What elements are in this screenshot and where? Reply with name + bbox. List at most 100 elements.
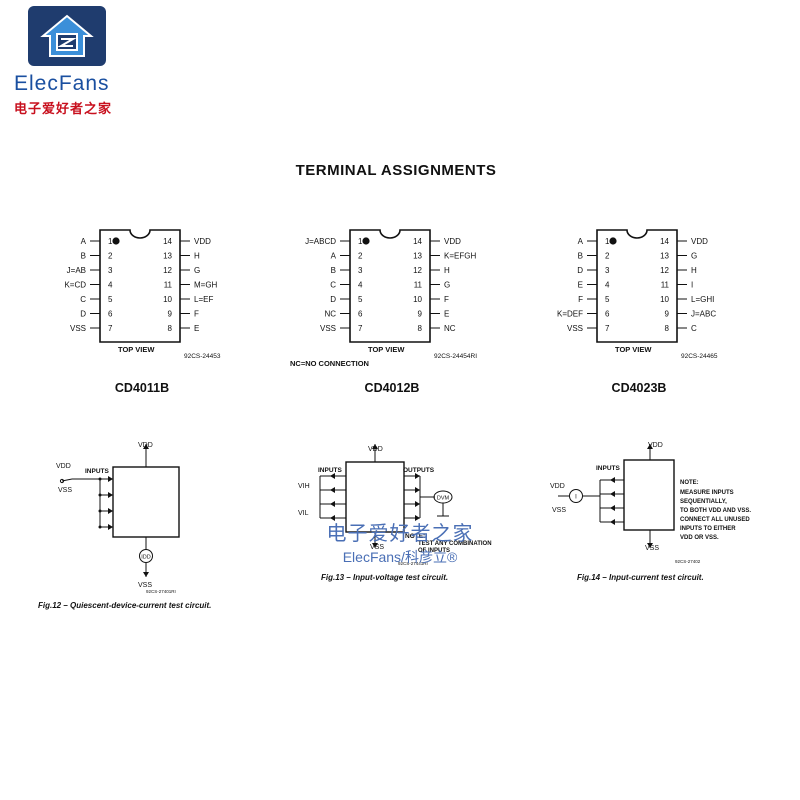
pin-number: 4 — [605, 281, 610, 290]
pin-number: 7 — [108, 324, 113, 333]
note-line: TO BOTH VDD AND VSS. — [680, 508, 751, 514]
pin-number: 12 — [163, 266, 172, 275]
drawing-code: 92CS-27401RI — [146, 589, 176, 594]
brand-logo: ElecFans 电子爱好者之家 — [8, 6, 128, 116]
pin-number: 13 — [413, 252, 422, 261]
vdd-label: VDD — [56, 463, 71, 470]
pin-label: G — [194, 266, 200, 275]
pin-label: VDD — [194, 237, 211, 246]
vdd-label: VDD — [648, 442, 663, 449]
pin-number: 12 — [660, 266, 669, 275]
arrow — [108, 492, 113, 498]
junction — [98, 493, 102, 497]
pin-label: NC — [444, 324, 456, 333]
watermark-cn: 电子爱好者之家 — [326, 523, 474, 545]
arrow — [330, 515, 335, 521]
pin-label: G — [691, 252, 697, 261]
vss-label: VSS — [138, 582, 152, 589]
pin-label: F — [194, 310, 199, 319]
drawing-code: 92CS-24465 — [681, 353, 718, 360]
figure-caption: Fig.13 – Input-voltage test circuit. — [321, 573, 448, 582]
watermark-en: ElecFans/科彦立® — [342, 549, 458, 565]
drawing-code: 92CS-27441RI — [398, 561, 428, 566]
pin-label: VSS — [70, 324, 86, 333]
pin-label: K=DEF — [557, 310, 583, 319]
pin-number: 11 — [661, 281, 670, 290]
pin-label: A — [331, 252, 337, 261]
pin-label: B — [331, 266, 336, 275]
pin-label: L=EF — [194, 295, 213, 304]
pin-number: 10 — [163, 295, 172, 304]
pin-label: B — [578, 252, 583, 261]
pin-number: 3 — [358, 266, 363, 275]
pin-label: A — [81, 237, 87, 246]
vih-label: VIH — [298, 483, 310, 490]
pin-label: E — [444, 310, 449, 319]
arrow — [108, 524, 113, 530]
pin-label: B — [81, 252, 86, 261]
pin-number: 3 — [108, 266, 113, 275]
note-line: INPUTS TO EITHER — [680, 526, 736, 532]
outputs-label: OUTPUTS — [403, 467, 435, 474]
arrow — [647, 444, 653, 449]
pin-number: 11 — [164, 281, 173, 290]
junction — [98, 525, 102, 529]
vss-label: VSS — [552, 507, 566, 514]
chip-name: CD4023B — [612, 381, 667, 395]
switch-arm — [61, 478, 73, 482]
vdd-label: VDD — [550, 483, 565, 490]
note-line: CONNECT ALL UNUSED — [680, 517, 750, 523]
note-line: VDD OR VSS. — [680, 535, 719, 541]
pin-number: 2 — [605, 252, 610, 261]
arrow — [415, 473, 420, 479]
pin-number: 7 — [605, 324, 610, 333]
arrow — [108, 476, 113, 482]
note-line: OF INPUTS — [418, 548, 450, 554]
pin-label: A — [578, 237, 584, 246]
house-logo-icon — [28, 6, 106, 66]
pin-label: VSS — [320, 324, 336, 333]
pin-label: H — [194, 252, 200, 261]
note-title: NOTE: — [405, 533, 425, 540]
pin-label: F — [444, 295, 449, 304]
inputs-label: INPUTS — [596, 465, 621, 472]
pin-number: 14 — [660, 237, 669, 246]
pin-number: 13 — [660, 252, 669, 261]
pin-label: J=AB — [67, 266, 86, 275]
pin-label: D — [577, 266, 583, 275]
vdd-label: VDD — [138, 442, 153, 449]
pin-label: F — [578, 295, 583, 304]
ammeter-label: I — [575, 495, 577, 501]
pin-label: J=ABCD — [305, 237, 336, 246]
section-title: TERMINAL ASSIGNMENTS — [295, 162, 497, 179]
arrow — [330, 487, 335, 493]
top-view-label: TOP VIEW — [615, 345, 652, 354]
arrow — [415, 501, 420, 507]
inputs-label: INPUTS — [318, 467, 343, 474]
pin-label: K=EFGH — [444, 252, 476, 261]
junction — [98, 509, 102, 513]
pin-label: I — [691, 281, 693, 290]
arrow — [610, 491, 615, 497]
pin-number: 5 — [605, 295, 610, 304]
arrow — [372, 444, 378, 449]
arrow — [415, 487, 420, 493]
pin-label: J=ABC — [691, 310, 716, 319]
vss-label: VSS — [645, 545, 659, 552]
pin-label: M=GH — [194, 281, 218, 290]
pin-label: C — [80, 295, 86, 304]
pin-label: C — [691, 324, 697, 333]
vil-label: VIL — [298, 510, 309, 517]
pin-number: 4 — [358, 281, 363, 290]
arrow — [143, 444, 149, 449]
pin-label: C — [330, 281, 336, 290]
pin-label: H — [444, 266, 450, 275]
pin-number: 1 — [605, 237, 610, 246]
top-view-label: TOP VIEW — [368, 345, 405, 354]
pin-label: D — [80, 310, 86, 319]
pin1-dot — [609, 237, 617, 245]
pin-number: 9 — [168, 310, 173, 319]
pin-number: 11 — [414, 281, 423, 290]
voltmeter-label: DVM — [437, 496, 450, 502]
